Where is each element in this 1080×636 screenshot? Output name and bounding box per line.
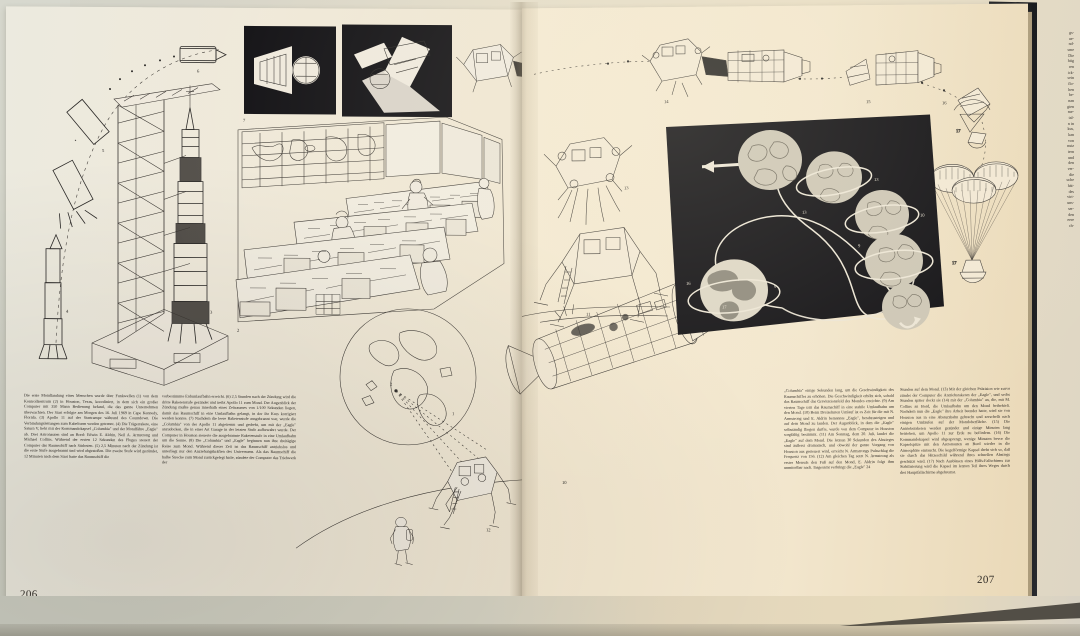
foreground-shadow <box>0 624 1080 636</box>
margin-text-fragment: und <box>1068 154 1074 160</box>
svg-text:7: 7 <box>243 118 246 123</box>
margin-text-fragment: uns- <box>1067 200 1074 206</box>
margin-text-fragment: ver- <box>1067 166 1074 172</box>
margin-text-fragment: tern <box>1067 149 1074 155</box>
right-page-column-1: „Columbia" einige Sekunden lang, um die … <box>784 386 894 470</box>
margin-text-fragment: gs- <box>1069 30 1074 35</box>
svg-text:5: 5 <box>102 148 105 153</box>
margin-text-fragment: eere <box>1067 217 1074 223</box>
margin-text-fragment: des <box>1068 188 1074 194</box>
svg-text:2: 2 <box>390 382 393 387</box>
margin-text-fragment: kan <box>1068 132 1074 138</box>
svg-text:9: 9 <box>858 243 861 248</box>
right-page-207: 13 11 <box>505 3 1028 619</box>
svg-text:11: 11 <box>586 312 591 317</box>
margin-text-fragment: tal- <box>1068 115 1074 121</box>
margin-text-fragment: die <box>1069 171 1074 177</box>
margin-text-fragment: nutz <box>1067 143 1074 149</box>
left-page-206: 4 5 <box>6 6 562 618</box>
svg-text:10: 10 <box>562 480 567 485</box>
svg-text:15: 15 <box>866 99 871 104</box>
svg-text:13: 13 <box>624 185 629 190</box>
svg-text:6: 6 <box>197 69 200 74</box>
margin-text-fragment: Die <box>1068 52 1074 58</box>
margin-text-fragment: ser- <box>1068 205 1074 211</box>
book-gutter-shadow <box>510 2 538 622</box>
figure-transposition-docking-photos: 7 <box>234 18 562 128</box>
svg-text:4: 4 <box>66 309 69 314</box>
figure-trajectory-diagram-panel: 13 13 10 <box>662 110 952 345</box>
open-book: 4 5 <box>2 1 1037 623</box>
margin-text-fragment: ick- <box>1067 69 1074 75</box>
margin-text-fragment: virt- <box>1067 194 1074 200</box>
svg-text:13: 13 <box>874 177 879 182</box>
desk-foreground <box>0 596 1080 636</box>
margin-text-fragment: ue- <box>1068 35 1074 41</box>
margin-text-fragment: hen <box>1068 86 1074 92</box>
svg-text:12: 12 <box>486 527 491 532</box>
margin-text-fragment: ren <box>1068 64 1074 70</box>
margin-text-fragment: gten <box>1067 103 1074 109</box>
margin-text-fragment: ch- <box>1068 222 1074 228</box>
margin-text-fragment: sein <box>1067 75 1074 81</box>
svg-text:13: 13 <box>802 210 807 215</box>
margin-text-fragment: uche <box>1066 177 1074 183</box>
margin-text-fragment: flo- <box>1068 81 1074 87</box>
margin-text-fragment: n in <box>1067 120 1074 126</box>
figure-mission-control-houston: 2 <box>234 112 530 380</box>
figure-return-sequence: 14 15 <box>533 18 1032 283</box>
margin-text-fragment: den <box>1068 160 1074 166</box>
margin-text-fragment: von <box>1068 137 1074 143</box>
svg-text:14: 14 <box>664 99 669 104</box>
svg-text:10: 10 <box>920 213 925 218</box>
svg-text:1: 1 <box>452 411 455 416</box>
left-page-column-1: Die erste Mondlandung eines Menschen wur… <box>24 392 158 459</box>
svg-text:9: 9 <box>774 284 777 289</box>
margin-text-fragment: hät- <box>1067 183 1074 189</box>
margin-text-fragment: nan <box>1068 98 1074 104</box>
svg-text:17: 17 <box>722 304 727 309</box>
margin-text-fragment: be- <box>1068 92 1074 98</box>
margin-text-fragment: htig <box>1067 58 1074 64</box>
svg-text:4/5: 4/5 <box>770 328 777 333</box>
page-number-right: 207 <box>977 573 995 587</box>
right-page-column-2: Stunden auf dem Mond. (13) Mit der gleic… <box>900 385 1010 475</box>
margin-text-fragment: nd- <box>1068 41 1074 47</box>
svg-text:2: 2 <box>237 328 240 333</box>
figure-earth-globe-radio-link: 2 1 <box>295 298 527 566</box>
svg-text:16: 16 <box>942 100 947 105</box>
left-page-column-2: vorbestimmte Erdumlaufbahn erreicht. (6)… <box>162 393 296 465</box>
svg-text:16: 16 <box>686 281 691 286</box>
margin-text-fragment: kus, <box>1067 126 1074 132</box>
svg-text:17: 17 <box>956 128 961 133</box>
svg-text:3: 3 <box>210 310 213 315</box>
figure-saturn-v-launch-and-staging: 4 5 <box>14 12 264 386</box>
figure-lunar-module-ascent-and-landing: 13 11 <box>521 124 728 386</box>
svg-text:17: 17 <box>952 260 957 265</box>
margin-text-fragment: sme <box>1067 47 1074 53</box>
margin-text-fragment: me- <box>1067 109 1074 115</box>
margin-text-fragment: den <box>1068 211 1074 217</box>
